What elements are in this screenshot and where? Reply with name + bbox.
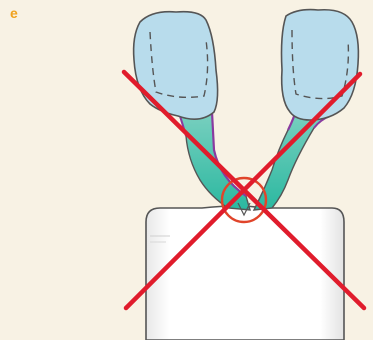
right-crown: [282, 10, 359, 120]
left-crown: [134, 12, 218, 120]
base-block: [146, 206, 344, 340]
